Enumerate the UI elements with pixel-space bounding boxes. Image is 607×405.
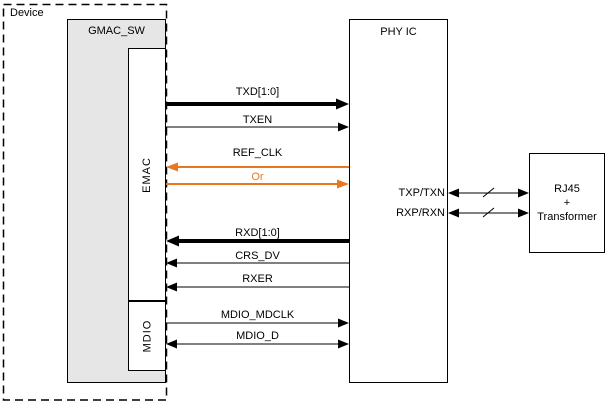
rj45-label-line1: RJ45 [554, 183, 580, 195]
emac-label-wrap: EMAC [128, 48, 166, 301]
rj45-transformer-box: RJ45 + Transformer [529, 153, 605, 253]
signal-label-refclk: REF_CLK [232, 147, 283, 159]
bus-slash-icon [482, 207, 495, 218]
arrow-txd [166, 98, 349, 110]
device-label: Device [10, 7, 44, 19]
pin-label-rxp-rxn: RXP/RXN [396, 207, 445, 219]
signal-label-rxd: RXD[1:0] [235, 227, 280, 239]
arrow-txp-txn [448, 187, 529, 198]
bus-slash-icon [482, 187, 495, 198]
signal-label-or: Or [251, 171, 264, 183]
rj45-label-line2: + [563, 197, 571, 209]
signal-label-txen: TXEN [242, 114, 273, 126]
signal-label-txd: TXD[1:0] [235, 86, 280, 98]
rj45-label-line3: Transformer [537, 211, 597, 223]
emac-label: EMAC [141, 156, 153, 193]
signal-label-mdio-d: MDIO_D [236, 330, 279, 342]
arrow-rxp-rxn [448, 207, 529, 218]
phy-ic-box [349, 19, 448, 383]
signal-label-rxer: RXER [242, 273, 273, 285]
signal-label-crsdv: CRS_DV [235, 250, 280, 262]
phy-ic-label: PHY IC [380, 26, 417, 38]
signal-label-mdio-mdclk: MDIO_MDCLK [220, 309, 295, 321]
mdio-label: MDIO [140, 319, 153, 353]
mdio-label-wrap: MDIO [128, 301, 166, 371]
pin-label-txp-txn: TXP/TXN [398, 187, 445, 199]
gmac-sw-label: GMAC_SW [88, 25, 145, 37]
